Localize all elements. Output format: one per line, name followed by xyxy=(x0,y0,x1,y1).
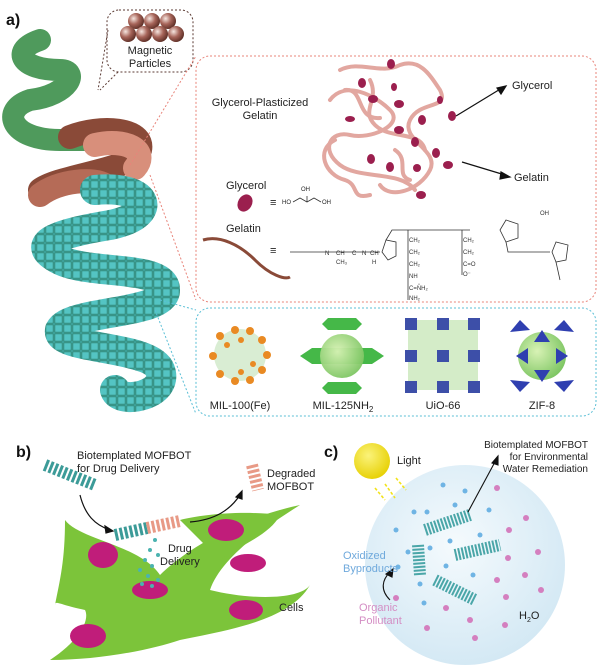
svg-text:NH: NH xyxy=(409,274,418,280)
mof-label-mil-100: MIL-100(Fe) xyxy=(209,400,271,412)
mof-label-uio-66: UiO-66 xyxy=(425,400,461,412)
oxidized-line1: Oxidized xyxy=(343,550,386,562)
mof-label-zif-8: ZIF-8 xyxy=(528,400,556,412)
mof-mil-100-structure xyxy=(209,326,271,385)
svg-text:O⁻: O⁻ xyxy=(463,272,471,278)
degraded-mofbot-label: Degraded MOFBOT xyxy=(267,468,315,494)
svg-text:OH: OH xyxy=(540,211,549,217)
svg-text:CH₂: CH₂ xyxy=(409,262,421,268)
panel-b-label: b) xyxy=(16,444,32,461)
water-h: H xyxy=(519,610,527,622)
svg-text:CH₂: CH₂ xyxy=(409,238,421,244)
glycerol-legend-label: Glycerol xyxy=(226,180,267,192)
svg-text:CH₃: CH₃ xyxy=(336,260,348,266)
helix-green-segment xyxy=(2,29,121,151)
gelatin-title-line1: Glycerol-Plasticized xyxy=(211,97,309,109)
remediation-line3: Water Remediation xyxy=(502,464,588,475)
mof-uio-66-structure xyxy=(405,318,480,393)
degraded-line2: MOFBOT xyxy=(267,481,315,493)
helix-teal-segment xyxy=(31,174,181,412)
pointer-arrows xyxy=(455,85,512,180)
cells-label: Cells xyxy=(279,602,304,614)
svg-text:C=O: C=O xyxy=(463,262,476,268)
mof-label-mil-125nh2: MIL-125NH2 xyxy=(303,400,383,416)
gelatin-equiv: ≡ xyxy=(270,245,277,257)
glycerol-ho-left: HO xyxy=(282,200,291,206)
cells-illustration xyxy=(50,505,310,660)
mil-125-sub: 2 xyxy=(368,405,374,415)
water-label: H2O xyxy=(519,610,539,627)
svg-text:N: N xyxy=(362,251,366,257)
svg-text:C=N̊H₂: C=N̊H₂ xyxy=(409,284,429,292)
svg-text:CH: CH xyxy=(370,251,379,257)
mof-box xyxy=(195,307,597,417)
organic-pollutant-label: Organic Pollutant xyxy=(359,602,402,628)
glycerol-particles xyxy=(345,59,456,199)
glycerol-structure xyxy=(292,196,322,203)
organic-line1: Organic xyxy=(359,602,398,614)
panel-c-label: c) xyxy=(324,444,339,461)
oxidized-byproducts-label: Oxidized Byproducts xyxy=(343,550,398,576)
svg-text:C: C xyxy=(352,251,357,257)
gelatin-legend-label: Gelatin xyxy=(226,223,261,235)
panel-c-arrows xyxy=(382,454,499,601)
drug-line1: Drug xyxy=(167,543,192,555)
svg-text:CH₂: CH₂ xyxy=(409,250,421,256)
gelatin-peptide-structure xyxy=(290,219,569,300)
light-rays xyxy=(374,477,407,501)
glycerol-equiv: ≡ xyxy=(270,197,277,209)
pollutant-particles xyxy=(393,485,544,641)
svg-text:CH₂: CH₂ xyxy=(463,238,475,244)
mil-125-main: MIL-125NH xyxy=(312,400,369,412)
light-label: Light xyxy=(397,455,421,467)
remediation-helices xyxy=(412,509,502,606)
sun-icon xyxy=(354,443,390,479)
water-sphere xyxy=(365,465,565,665)
glycerol-oh-top: OH xyxy=(301,187,310,193)
drug-delivery-helices xyxy=(42,459,264,541)
glycerol-legend-particle xyxy=(237,194,253,212)
gelatin-box-title: Glycerol-Plasticized Gelatin xyxy=(200,97,320,123)
water-o: O xyxy=(530,610,540,622)
remediation-mofbot-label: Biotemplated MOFBOT for Environmental Wa… xyxy=(480,440,588,476)
remediation-line2: for Environmental xyxy=(509,452,588,463)
drug-mofbot-title: Biotemplated MOFBOT for Drug Delivery xyxy=(77,450,191,476)
panel-b-arrows xyxy=(79,489,243,534)
byproduct-particles xyxy=(393,482,492,606)
drug-mofbot-line1: Biotemplated MOFBOT xyxy=(77,450,192,462)
svg-text:N: N xyxy=(325,251,329,257)
svg-text:H: H xyxy=(372,260,376,266)
oxidized-line2: Byproducts xyxy=(343,563,399,575)
drug-delivery-label: Drug Delivery xyxy=(160,543,200,569)
gelatin-title-line2: Gelatin xyxy=(242,110,278,122)
degraded-line1: Degraded xyxy=(267,468,316,480)
organic-line2: Pollutant xyxy=(359,615,402,627)
drug-mofbot-line2: for Drug Delivery xyxy=(77,463,160,475)
gelatin-arrow-label: Gelatin xyxy=(514,172,549,184)
water-sub: 2 xyxy=(526,617,531,625)
drug-particles xyxy=(138,538,160,588)
mof-zif-8-structure xyxy=(510,320,574,392)
magnetic-label-line2: Particles xyxy=(128,58,172,70)
gelatin-legend-strand xyxy=(202,237,291,280)
drug-line2: Delivery xyxy=(160,556,200,568)
glycerol-oh-right: OH xyxy=(322,200,331,206)
helix-microrobot xyxy=(2,29,181,412)
svg-text:CH₂: CH₂ xyxy=(463,250,475,256)
magnetic-particles xyxy=(120,13,184,42)
remediation-line1: Biotemplated MOFBOT xyxy=(484,440,588,451)
magnetic-particles-label: Magnetic Particles xyxy=(110,45,190,71)
glycerol-arrow-label: Glycerol xyxy=(512,80,553,92)
mof-mil-125nh2-structure xyxy=(300,318,384,394)
panel-a-label: a) xyxy=(6,12,21,29)
svg-text:NH₂: NH₂ xyxy=(409,296,421,302)
helix-pink-segment xyxy=(83,130,152,180)
magnetic-label-line1: Magnetic xyxy=(127,45,173,57)
svg-text:CH: CH xyxy=(336,251,345,257)
